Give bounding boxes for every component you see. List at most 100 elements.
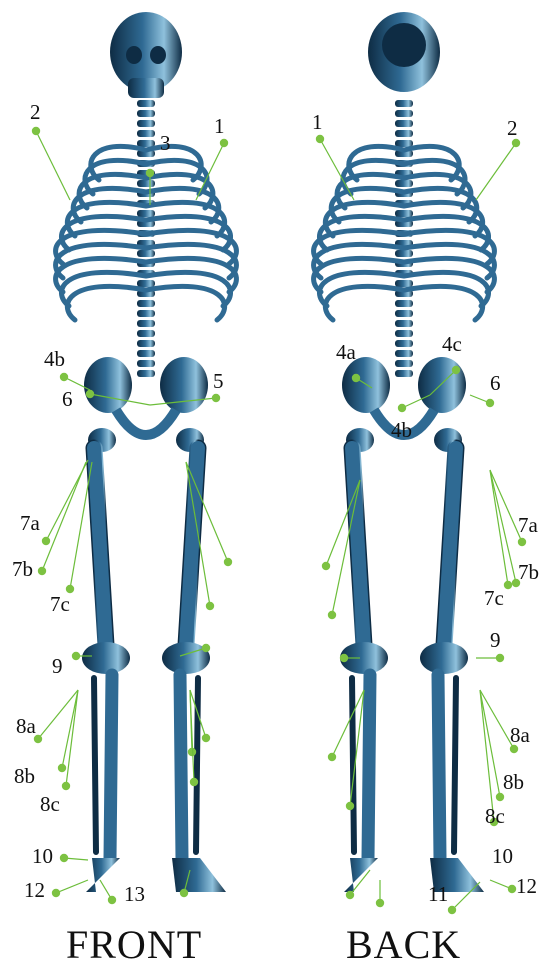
back-rib bbox=[325, 286, 404, 320]
front-leader-line bbox=[42, 462, 86, 571]
front-leader-line bbox=[190, 690, 194, 782]
front-label-10: 10 bbox=[32, 846, 53, 867]
front-leader-line bbox=[56, 880, 88, 893]
front-vertebra bbox=[137, 110, 155, 117]
front-vertebra bbox=[137, 320, 155, 327]
front-ilium bbox=[84, 357, 132, 413]
back-marker bbox=[504, 581, 512, 589]
back-marker bbox=[376, 899, 384, 907]
front-jaw bbox=[128, 78, 164, 98]
front-marker bbox=[52, 889, 60, 897]
back-vertebra bbox=[395, 180, 413, 187]
back-marker bbox=[322, 562, 330, 570]
back-label-4b: 4b bbox=[391, 420, 412, 441]
front-leader-line bbox=[38, 690, 78, 739]
back-label-8a: 8a bbox=[510, 725, 530, 746]
front-foot bbox=[172, 858, 226, 892]
front-marker bbox=[220, 139, 228, 147]
back-leader-line bbox=[476, 143, 516, 200]
front-vertebra bbox=[137, 340, 155, 347]
back-label-12: 12 bbox=[516, 876, 537, 897]
back-marker bbox=[346, 891, 354, 899]
front-marker bbox=[42, 537, 50, 545]
front-marker bbox=[212, 394, 220, 402]
front-marker bbox=[32, 127, 40, 135]
front-vertebra bbox=[137, 370, 155, 377]
front-vertebra bbox=[137, 300, 155, 307]
back-vertebra bbox=[395, 330, 413, 337]
front-label-3: 3 bbox=[160, 133, 171, 154]
front-tibia bbox=[180, 675, 182, 858]
front-caption: FRONT bbox=[66, 925, 202, 965]
back-tibia bbox=[368, 675, 370, 858]
back-label-7b: 7b bbox=[518, 562, 539, 583]
front-leader-line bbox=[36, 131, 70, 200]
front-eye-socket bbox=[126, 46, 142, 64]
back-vertebra bbox=[395, 300, 413, 307]
front-pubis bbox=[116, 410, 176, 435]
back-leader-line bbox=[490, 470, 508, 585]
front-marker bbox=[202, 644, 210, 652]
front-vertebra bbox=[137, 140, 155, 147]
front-marker bbox=[60, 373, 68, 381]
back-vertebra bbox=[395, 370, 413, 377]
front-fibula bbox=[94, 678, 96, 852]
back-tibia bbox=[438, 675, 440, 858]
back-marker bbox=[352, 374, 360, 382]
back-marker bbox=[508, 885, 516, 893]
back-ilium bbox=[342, 357, 390, 413]
front-marker bbox=[224, 558, 232, 566]
back-marker bbox=[512, 139, 520, 147]
back-vertebra bbox=[395, 120, 413, 127]
back-label-2: 2 bbox=[507, 118, 518, 139]
front-marker bbox=[202, 734, 210, 742]
front-marker bbox=[72, 652, 80, 660]
back-vertebra bbox=[395, 210, 413, 217]
back-marker bbox=[452, 366, 460, 374]
back-label-6: 6 bbox=[490, 373, 501, 394]
back-vertebra bbox=[395, 360, 413, 367]
back-marker bbox=[340, 654, 348, 662]
back-vertebra bbox=[395, 320, 413, 327]
front-label-8c: 8c bbox=[40, 794, 60, 815]
back-label-1: 1 bbox=[312, 112, 323, 133]
back-label-8c: 8c bbox=[485, 806, 505, 827]
front-marker bbox=[58, 764, 66, 772]
front-knee bbox=[82, 642, 130, 674]
front-label-1: 1 bbox=[214, 116, 225, 137]
back-label-11: 11 bbox=[428, 884, 448, 905]
front-vertebra bbox=[137, 180, 155, 187]
back-knee bbox=[420, 642, 468, 674]
front-label-7b: 7b bbox=[12, 559, 33, 580]
back-marker bbox=[398, 404, 406, 412]
front-vertebra bbox=[137, 350, 155, 357]
front-vertebra bbox=[137, 120, 155, 127]
back-foot bbox=[344, 858, 378, 892]
front-foot bbox=[86, 858, 120, 892]
back-ilium bbox=[418, 357, 466, 413]
front-label-8a: 8a bbox=[16, 716, 36, 737]
back-label-10: 10 bbox=[492, 846, 513, 867]
front-tibia bbox=[110, 675, 112, 858]
back-fibula bbox=[454, 678, 456, 852]
front-fibula bbox=[196, 678, 198, 852]
back-label-8b: 8b bbox=[503, 772, 524, 793]
front-label-5: 5 bbox=[213, 371, 224, 392]
front-marker bbox=[146, 169, 154, 177]
front-leader-line bbox=[70, 462, 92, 589]
back-rib bbox=[404, 286, 483, 320]
front-marker bbox=[108, 896, 116, 904]
back-leader-line bbox=[490, 470, 516, 583]
back-vertebra bbox=[395, 140, 413, 147]
back-leader-line bbox=[332, 690, 364, 757]
back-vertebra bbox=[395, 340, 413, 347]
front-vertebra bbox=[137, 360, 155, 367]
back-vertebra bbox=[395, 280, 413, 287]
front-vertebra bbox=[137, 280, 155, 287]
back-vertebra bbox=[395, 250, 413, 257]
back-marker bbox=[316, 135, 324, 143]
front-marker bbox=[180, 889, 188, 897]
back-fibula bbox=[352, 678, 354, 852]
back-vertebra bbox=[395, 130, 413, 137]
